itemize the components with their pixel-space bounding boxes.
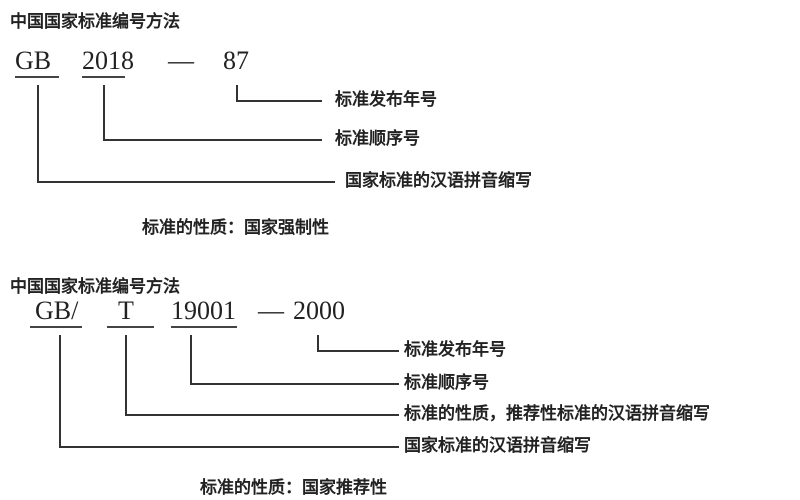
underline <box>171 326 237 328</box>
connector <box>103 85 105 140</box>
underline <box>30 326 82 328</box>
code-year: 2000 <box>293 296 345 325</box>
section-title: 中国国家标准编号方法 <box>10 277 180 297</box>
connector <box>317 350 399 352</box>
connector <box>103 139 322 141</box>
connector <box>59 446 399 448</box>
label-gb: 国家标准的汉语拼音缩写 <box>345 171 532 191</box>
label-nature-t: 标准的性质，推荐性标准的汉语拼音缩写 <box>404 404 710 424</box>
underline <box>15 76 59 78</box>
code-gb: GB/ <box>35 296 79 325</box>
connector <box>236 100 322 102</box>
connector <box>317 335 319 351</box>
connector <box>125 335 127 415</box>
code-dash: — <box>258 296 284 325</box>
connector <box>37 181 335 183</box>
code-sequence: 19001 <box>171 296 236 325</box>
label-gb: 国家标准的汉语拼音缩写 <box>404 436 591 456</box>
label-sequence: 标准顺序号 <box>404 373 489 393</box>
code-dash: — <box>168 46 194 75</box>
label-year: 标准发布年号 <box>335 90 437 110</box>
connector <box>59 335 61 447</box>
connector <box>190 383 399 385</box>
label-sequence: 标准顺序号 <box>335 129 420 149</box>
connector <box>125 414 399 416</box>
connector <box>37 85 39 182</box>
code-gb: GB <box>15 46 52 75</box>
connector <box>236 85 238 101</box>
connector <box>190 335 192 384</box>
code-sequence: 2018 <box>82 46 134 75</box>
standard-nature: 标准的性质：国家推荐性 <box>200 478 387 498</box>
standard-nature: 标准的性质：国家强制性 <box>142 218 329 238</box>
section-title: 中国国家标准编号方法 <box>10 12 180 32</box>
code-year: 87 <box>223 46 249 75</box>
code-t: T <box>118 296 134 325</box>
underline <box>82 76 125 78</box>
label-year: 标准发布年号 <box>404 340 506 360</box>
underline <box>107 326 154 328</box>
